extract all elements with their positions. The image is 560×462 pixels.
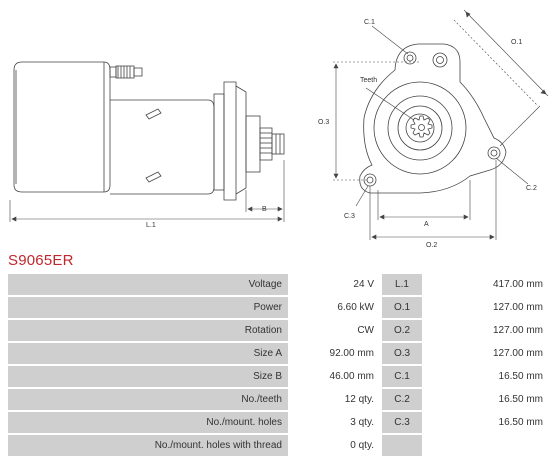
dimension-label: O.2 xyxy=(380,320,422,341)
dimension-label: O.1 xyxy=(380,297,422,318)
spec-value: 24 V xyxy=(288,274,380,295)
label-c2: C.2 xyxy=(526,185,537,192)
dimension-value: 417.00 mm xyxy=(422,274,549,295)
table-row: Voltage 24 V L.1 417.00 mm xyxy=(8,274,549,295)
spec-value: 0 qty. xyxy=(288,435,380,456)
spec-label: Rotation xyxy=(8,320,288,341)
front-view-dimensions xyxy=(333,9,549,240)
dimension-label: L.1 xyxy=(380,274,422,295)
spec-value: 92.00 mm xyxy=(288,343,380,364)
spec-label: Size A xyxy=(8,343,288,364)
side-view-solenoid xyxy=(13,61,143,193)
spec-label: No./mount. holes with thread xyxy=(8,435,288,456)
table-row: Size A 92.00 mm O.3 127.00 mm xyxy=(8,343,549,364)
label-o3: O.3 xyxy=(318,119,329,126)
spec-label: Voltage xyxy=(8,274,288,295)
technical-drawing: L.1 B C.1 O.1 Teeth O.3 C.2 C.3 A O.2 xyxy=(9,9,549,249)
spec-value: 6.60 kW xyxy=(288,297,380,318)
dimension-value: 127.00 mm xyxy=(422,297,549,318)
label-a: A xyxy=(424,221,429,228)
table-row: Rotation CW O.2 127.00 mm xyxy=(8,320,549,341)
dimension-value: 127.00 mm xyxy=(422,343,549,364)
label-teeth: Teeth xyxy=(360,77,377,84)
label-o1: O.1 xyxy=(511,39,522,46)
table-row: No./teeth 12 qty. C.2 16.50 mm xyxy=(8,389,549,410)
table-row: No./mount. holes 3 qty. C.3 16.50 mm xyxy=(8,412,549,433)
dimension-label: C.1 xyxy=(380,366,422,387)
dimension-value xyxy=(422,435,549,456)
product-code: S9065ER xyxy=(8,252,74,269)
spec-label: Size B xyxy=(8,366,288,387)
label-c3: C.3 xyxy=(344,213,355,220)
spec-value: 3 qty. xyxy=(288,412,380,433)
dimension-value: 127.00 mm xyxy=(422,320,549,341)
label-b: B xyxy=(262,206,267,213)
spec-value: 12 qty. xyxy=(288,389,380,410)
side-view-motor xyxy=(110,81,285,201)
spec-value: 46.00 mm xyxy=(288,366,380,387)
label-o2: O.2 xyxy=(426,242,437,249)
dimension-label: O.3 xyxy=(380,343,422,364)
dimension-value: 16.50 mm xyxy=(422,412,549,433)
spec-value: CW xyxy=(288,320,380,341)
side-view-dimensions xyxy=(9,160,285,222)
spec-label: No./teeth xyxy=(8,389,288,410)
table-row: No./mount. holes with thread 0 qty. xyxy=(8,435,549,456)
specs-table: Voltage 24 V L.1 417.00 mm Power 6.60 kW… xyxy=(8,272,549,458)
dimension-value: 16.50 mm xyxy=(422,366,549,387)
table-row: Power 6.60 kW O.1 127.00 mm xyxy=(8,297,549,318)
spec-label: No./mount. holes xyxy=(8,412,288,433)
drawing-labels: L.1 B C.1 O.1 Teeth O.3 C.2 C.3 A O.2 xyxy=(146,19,537,249)
front-view xyxy=(359,43,507,194)
label-c1: C.1 xyxy=(364,19,375,26)
dimension-label: C.3 xyxy=(380,412,422,433)
dimension-value: 16.50 mm xyxy=(422,389,549,410)
dimension-label: C.2 xyxy=(380,389,422,410)
spec-label: Power xyxy=(8,297,288,318)
dimension-label xyxy=(380,435,422,456)
label-l1: L.1 xyxy=(146,222,156,229)
table-row: Size B 46.00 mm C.1 16.50 mm xyxy=(8,366,549,387)
